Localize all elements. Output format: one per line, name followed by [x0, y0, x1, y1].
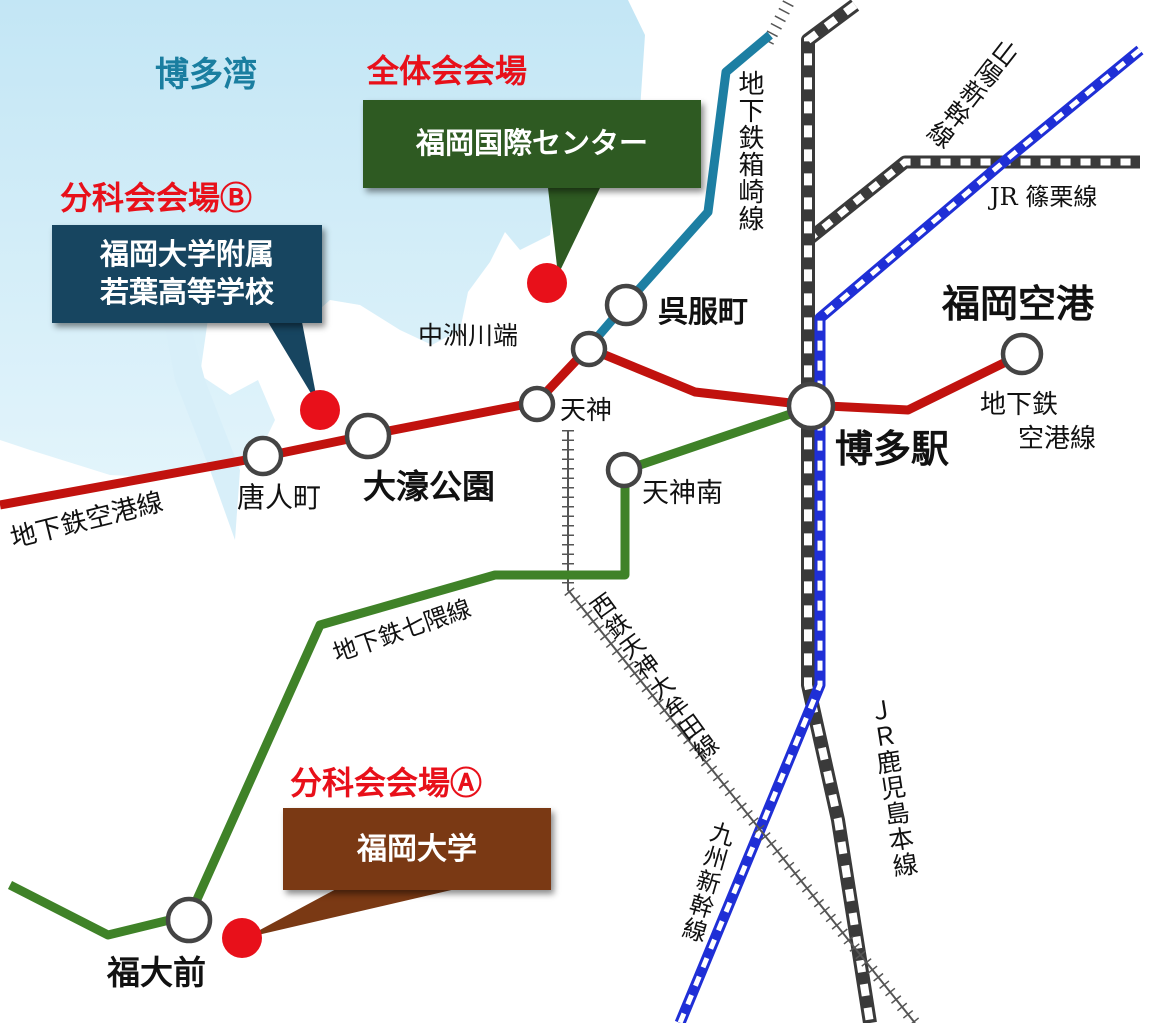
station-gofukumachi[interactable]: [604, 283, 648, 327]
label-ohori-koen: 大濠公園: [363, 467, 495, 506]
station-ohori-koen[interactable]: [344, 412, 392, 460]
label-hakata: 博多駅: [835, 427, 950, 471]
callout-pointer-b: [268, 322, 318, 405]
label-hakozaki-line: 地下鉄箱崎線: [734, 70, 764, 232]
main-venue-name: 福岡国際センター: [415, 126, 648, 161]
label-fukudaimae: 福大前: [107, 953, 206, 992]
bay-label: 博多湾: [155, 55, 257, 95]
label-sasaguri-line: JR 篠栗線: [990, 183, 1098, 211]
label-airport-line-east-2: 空港線: [1018, 424, 1097, 454]
venue-b-name-line2: 若葉高等学校: [99, 275, 274, 309]
venue-dot-main[interactable]: [527, 263, 567, 303]
venue-b-name-line1: 福岡大学附属: [99, 237, 274, 272]
label-fukuoka-airport: 福岡空港: [942, 282, 1095, 326]
label-gofukumachi: 呉服町: [658, 295, 748, 330]
jr-sasaguri-line: [803, 155, 1140, 246]
label-tojinmachi: 唐人町: [237, 481, 322, 514]
venue-dot-a[interactable]: [222, 918, 262, 958]
label-airport-line-east-1: 地下鉄: [980, 390, 1059, 420]
callout-pointer-a: [245, 888, 460, 938]
main-venue-box[interactable]: 福岡国際センター: [363, 100, 701, 188]
venue-a-name: 福岡大学: [357, 831, 477, 867]
track-ticks: [762, 0, 796, 45]
label-tenjin-minami: 天神南: [642, 478, 723, 509]
station-hakata[interactable]: [786, 381, 836, 431]
station-fukudaimae[interactable]: [165, 896, 213, 944]
bay-inlet: [160, 300, 240, 540]
station-tenjin[interactable]: [518, 385, 556, 423]
station-nakasukawabata[interactable]: [570, 330, 608, 368]
station-tojinmachi[interactable]: [242, 435, 284, 477]
venue-b-heading: 分科会会場Ⓑ: [60, 179, 253, 217]
station-markers: [165, 283, 1044, 944]
venue-b-box[interactable]: 福岡大学附属 若葉高等学校: [52, 225, 322, 323]
callout-pointer-main: [548, 188, 600, 275]
shinkansen-line: [674, 45, 1144, 1023]
station-tenjin-minami[interactable]: [605, 451, 643, 489]
venue-a-heading: 分科会会場Ⓐ: [290, 764, 483, 802]
station-fukuoka-airport[interactable]: [1000, 332, 1044, 376]
venue-a-box[interactable]: 福岡大学: [283, 808, 551, 890]
main-venue-heading: 全体会会場: [367, 52, 528, 90]
label-tenjin: 天神: [560, 396, 613, 426]
venue-dot-b[interactable]: [300, 390, 340, 430]
jr-kagoshima-line: [801, 0, 877, 1023]
label-nakasukawabata: 中洲川端: [418, 321, 519, 350]
nishitetsu-line: [562, 430, 920, 1023]
